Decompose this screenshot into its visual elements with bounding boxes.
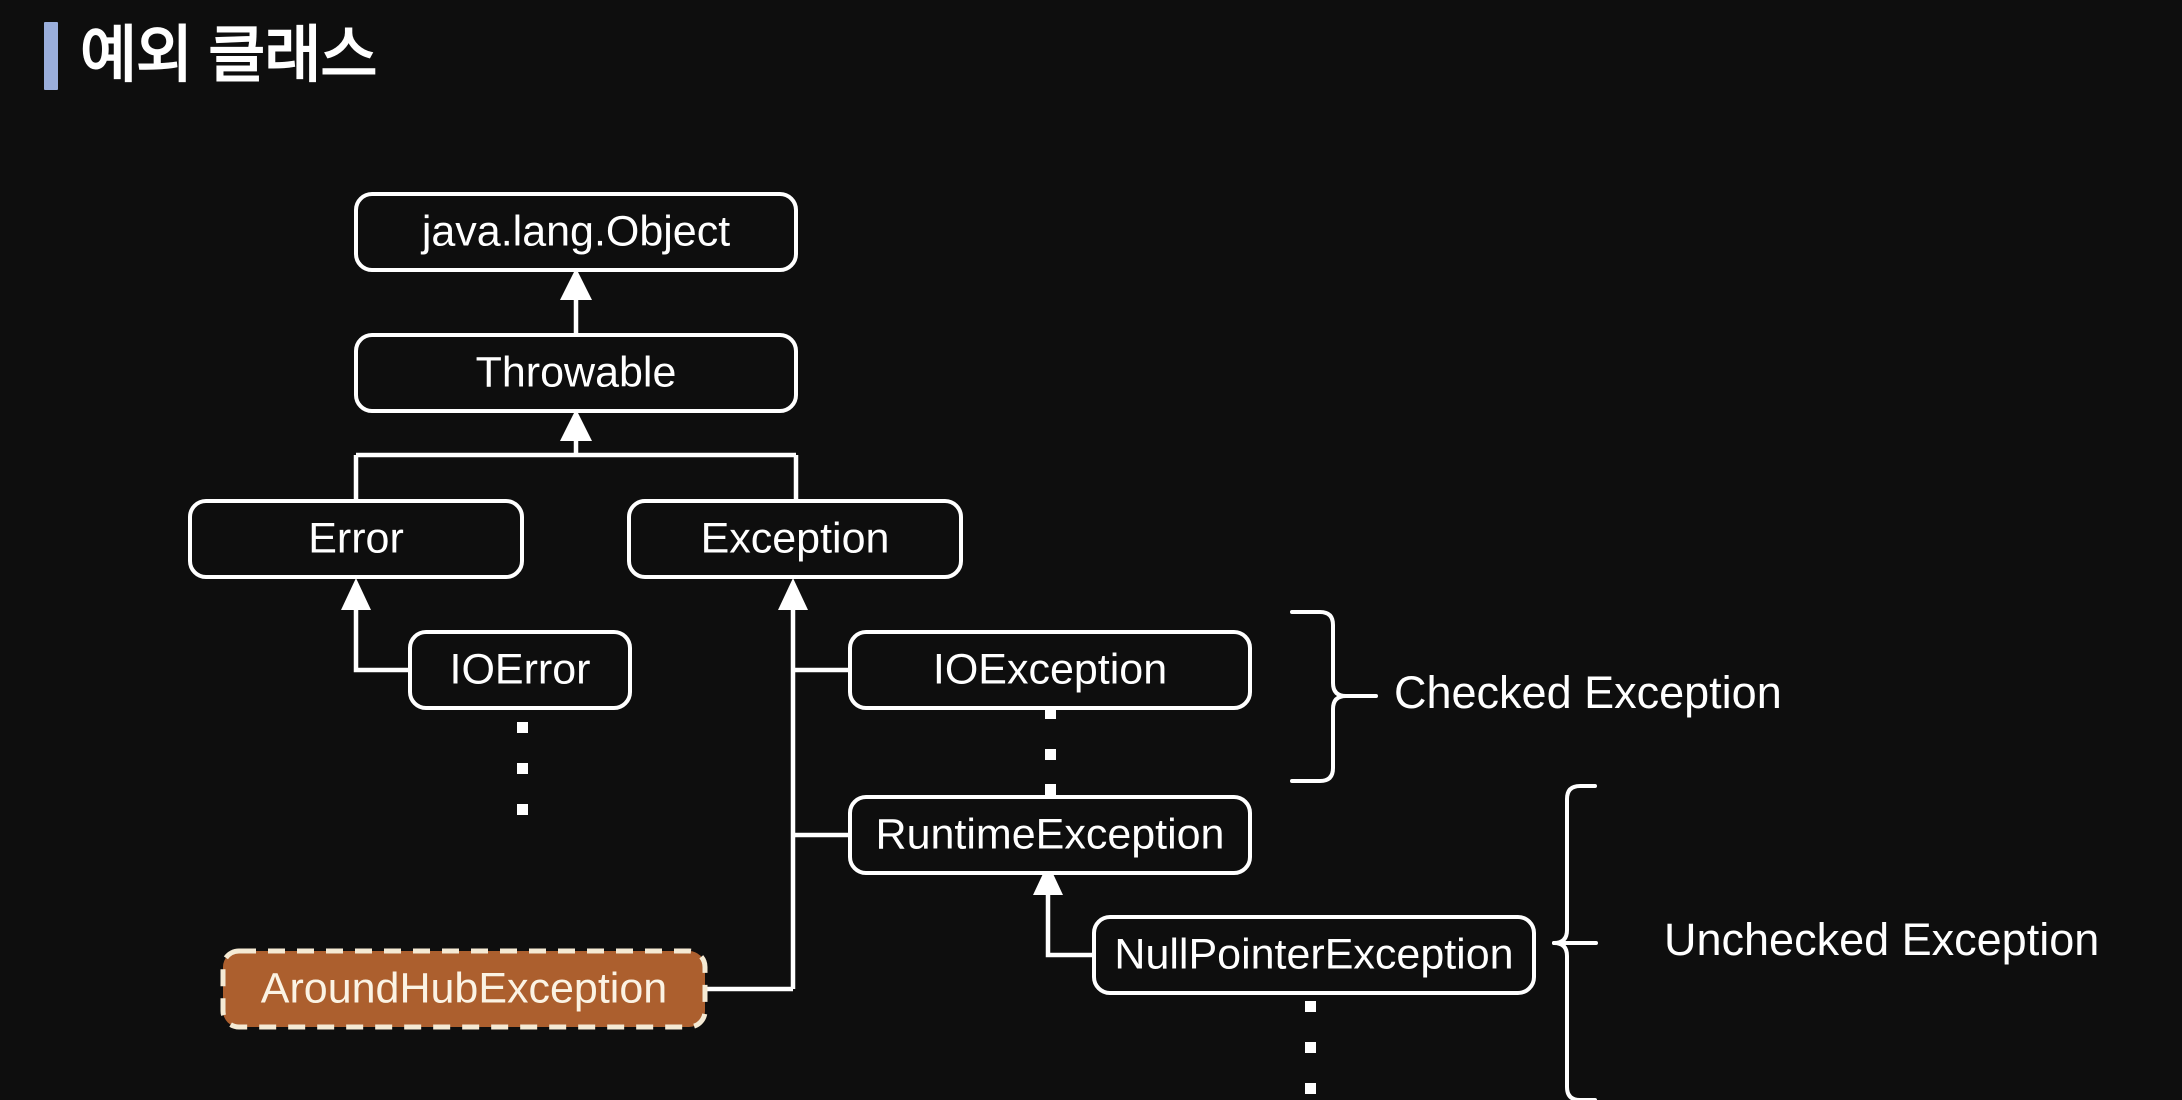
node-java-lang-object[interactable]: java.lang.Object — [354, 192, 798, 272]
edge-throwable-to-object — [560, 268, 592, 335]
node-exception[interactable]: Exception — [627, 499, 963, 579]
node-box[interactable] — [627, 499, 963, 579]
node-label: NullPointerException — [1114, 930, 1513, 978]
node-label: AroundHubException — [261, 964, 667, 1012]
edge-ioerror-to-error — [341, 578, 410, 673]
node-error[interactable]: Error — [188, 499, 524, 579]
ellipsis-below-ioerror — [517, 722, 528, 815]
node-nullpointerexception[interactable]: NullPointerException — [1092, 915, 1536, 995]
node-aroundhubexception[interactable]: AroundHubException — [220, 948, 708, 1030]
edge-layer — [341, 268, 1094, 992]
edge-exception-trunk — [705, 578, 850, 992]
ellipsis-below-nullpointerexception — [1305, 1001, 1316, 1094]
node-ioexception[interactable]: IOException — [848, 630, 1252, 710]
node-box[interactable] — [354, 333, 798, 413]
brace-checked-exception: Checked Exception — [1290, 610, 1782, 783]
edge-split-bar — [353, 452, 799, 501]
node-layer: java.lang.Object Throwable Error Excepti… — [188, 192, 1536, 1030]
node-box[interactable] — [354, 192, 798, 272]
node-box[interactable] — [848, 795, 1252, 875]
node-box[interactable] — [188, 499, 524, 579]
node-throwable[interactable]: Throwable — [354, 333, 798, 413]
node-label: java.lang.Object — [420, 207, 730, 255]
ellipsis-below-ioexception — [1045, 708, 1056, 795]
node-label: Error — [308, 514, 404, 562]
edge-split-to-throwable — [560, 409, 592, 455]
node-box[interactable] — [1092, 915, 1536, 995]
node-ioerror[interactable]: IOError — [408, 630, 632, 710]
node-box[interactable] — [848, 630, 1252, 710]
brace-unchecked-exception: Unchecked Exception — [1552, 784, 2099, 1100]
title-accent-bar — [44, 22, 58, 90]
node-label: Throwable — [476, 348, 677, 396]
slide-header: 예외 클래스 — [44, 21, 377, 90]
brace-label-checked: Checked Exception — [1394, 667, 1782, 718]
node-label: IOError — [450, 645, 591, 693]
page-title: 예외 클래스 — [80, 21, 377, 90]
ellipsis-layer — [517, 708, 1316, 1094]
edge-npe-to-runtime — [1033, 863, 1094, 958]
node-label: RuntimeException — [876, 810, 1225, 858]
node-box-highlighted[interactable] — [220, 948, 708, 1030]
brace-layer: Checked Exception Unchecked Exception — [1290, 610, 2099, 1100]
node-box[interactable] — [408, 630, 632, 710]
node-runtimeexception[interactable]: RuntimeException — [848, 795, 1252, 875]
brace-label-unchecked: Unchecked Exception — [1664, 914, 2099, 965]
node-label: Exception — [701, 514, 890, 562]
node-label: IOException — [933, 645, 1167, 693]
